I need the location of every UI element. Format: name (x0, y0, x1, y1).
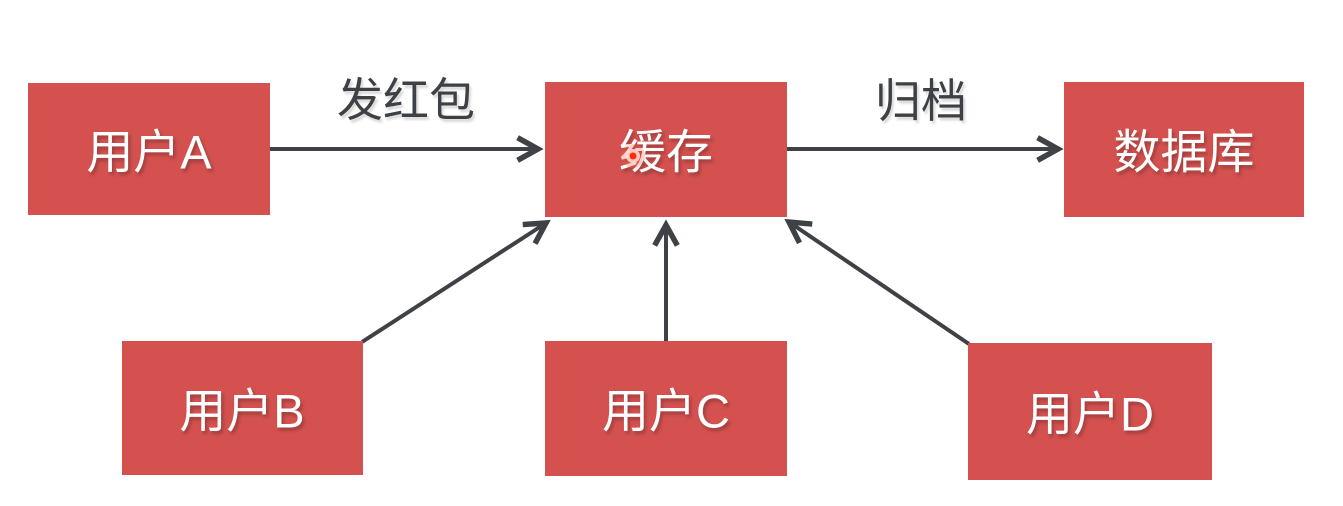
node-user-b-label: 用户B (179, 385, 304, 438)
edge-label-send-red-packet: 发红包 (337, 74, 475, 126)
node-cache[interactable]: 缓存 (545, 82, 787, 217)
node-user-c-label: 用户C (602, 385, 730, 438)
node-database[interactable]: 数据库 (1064, 82, 1304, 217)
node-user-a-box[interactable] (28, 83, 270, 215)
node-user-c-box[interactable] (545, 341, 787, 476)
node-user-a[interactable]: 用户A (28, 83, 270, 215)
edges-layer: 发红包 归档 (270, 74, 1064, 346)
node-database-box[interactable] (1064, 82, 1304, 217)
node-user-b-box[interactable] (122, 341, 363, 475)
click-indicator-icon (621, 144, 645, 168)
edge-user-d-to-cache (784, 218, 971, 346)
node-user-a-label: 用户A (86, 126, 212, 179)
node-database-label: 数据库 (1114, 126, 1255, 179)
node-user-d-label: 用户D (1026, 388, 1154, 441)
node-cache-box[interactable] (545, 82, 787, 217)
edge-label-archive: 归档 (875, 75, 967, 127)
node-user-c[interactable]: 用户C (545, 341, 787, 476)
edge-user-b-to-cache (360, 219, 551, 344)
node-user-d[interactable]: 用户D (968, 343, 1212, 480)
node-user-b[interactable]: 用户B (122, 341, 363, 475)
node-user-d-box[interactable] (968, 343, 1212, 480)
